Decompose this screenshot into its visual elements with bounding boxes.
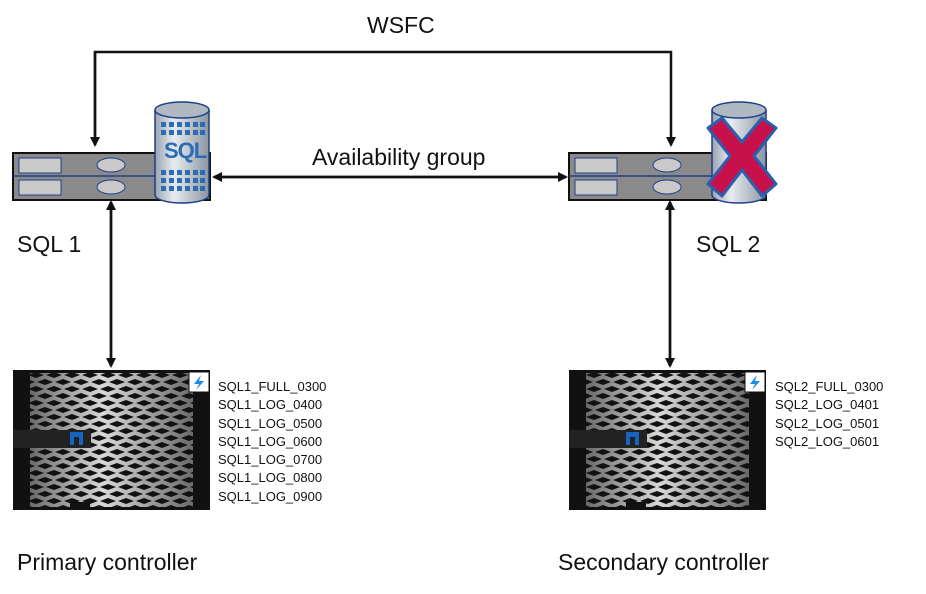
backup-item: SQL1_LOG_0400 — [218, 397, 323, 413]
failed-x-icon — [706, 116, 778, 198]
bolt-icon — [194, 375, 204, 390]
backup-item: SQL1_LOG_0800 — [218, 470, 323, 486]
backup-item: SQL2_LOG_0501 — [775, 415, 880, 431]
availability-group-label: Availability group — [312, 144, 486, 170]
node-label-sql1: SQL 1 — [17, 231, 82, 257]
storage-controller-secondary[interactable] — [569, 370, 766, 510]
backup-item: SQL2_LOG_0601 — [775, 433, 880, 449]
backup-list-sql2: SQL2_FULL_0300 SQL2_LOG_0401 SQL2_LOG_05… — [775, 378, 883, 451]
backup-item: SQL1_FULL_0300 — [218, 379, 327, 394]
backup-item: SQL2_FULL_0300 — [775, 379, 884, 394]
backup-item: SQL1_LOG_0500 — [218, 415, 323, 431]
backup-item: SQL1_LOG_0600 — [218, 433, 323, 449]
backup-item: SQL1_LOG_0700 — [218, 452, 323, 468]
bolt-icon — [750, 375, 760, 390]
controller-label-primary: Primary controller — [17, 549, 198, 575]
db-label-sql1: SQL — [164, 138, 207, 163]
node-label-sql2: SQL 2 — [696, 231, 761, 257]
backup-list-sql1: SQL1_FULL_0300 SQL1_LOG_0400 SQL1_LOG_05… — [218, 378, 326, 506]
storage-controller-primary[interactable] — [13, 370, 210, 510]
database-icon-sql1 — [154, 101, 210, 204]
controller-label-secondary: Secondary controller — [558, 549, 769, 575]
backup-item: SQL1_LOG_0900 — [218, 488, 323, 504]
backup-item: SQL2_LOG_0401 — [775, 397, 880, 413]
wsfc-label: WSFC — [367, 12, 435, 38]
